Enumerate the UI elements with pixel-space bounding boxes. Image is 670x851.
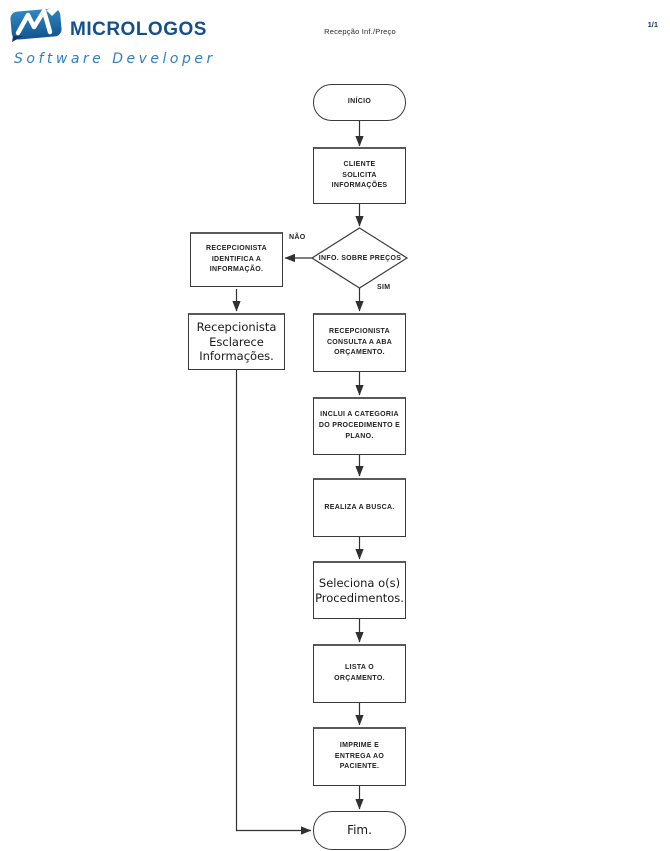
flow-node-start: INÍCIO (313, 84, 406, 121)
flow-node-clarify: Recepcionista Esclarece Informações. (188, 313, 285, 370)
flow-node-identify: RECEPCIONISTA IDENTIFICA A INFORMAÇÃO. (190, 232, 283, 287)
decision-yes-label: SIM (377, 284, 391, 291)
logo-subtitle: Software Developer (14, 51, 216, 67)
flow-node-decision: INFO. SOBRE PREÇOS (318, 254, 402, 262)
flow-node-search: REALIZA A BUSCA. (313, 478, 406, 537)
company-logo: Micrologos Software Developer (8, 5, 248, 67)
document-title: Recepção Inf./Preço (324, 27, 396, 36)
decision-no-label: NÃO (289, 234, 306, 241)
micrologos-logo-icon (8, 5, 64, 48)
decision-diamond-shape (310, 227, 409, 289)
flow-node-list-budget: LISTA O ORÇAMENTO. (313, 644, 406, 703)
flow-node-include-category: INCLUI A CATEGORIA DO PROCEDIMENTO E PLA… (313, 397, 406, 455)
flow-node-consult: RECEPCIONISTA CONSULTA A ABA ORÇAMENTO. (313, 313, 406, 372)
logo-title: Micrologos (70, 11, 207, 41)
page-number: 1/1 (647, 20, 658, 29)
flow-node-end: Fim. (313, 811, 406, 850)
flow-node-print-deliver: IMPRIME E ENTREGA AO PACIENTE. (313, 727, 406, 786)
flow-node-select: Seleciona o(s) Procedimentos. (313, 561, 406, 619)
flow-node-client-request: CLIENTE SOLICITA INFORMAÇÕES (313, 147, 406, 204)
